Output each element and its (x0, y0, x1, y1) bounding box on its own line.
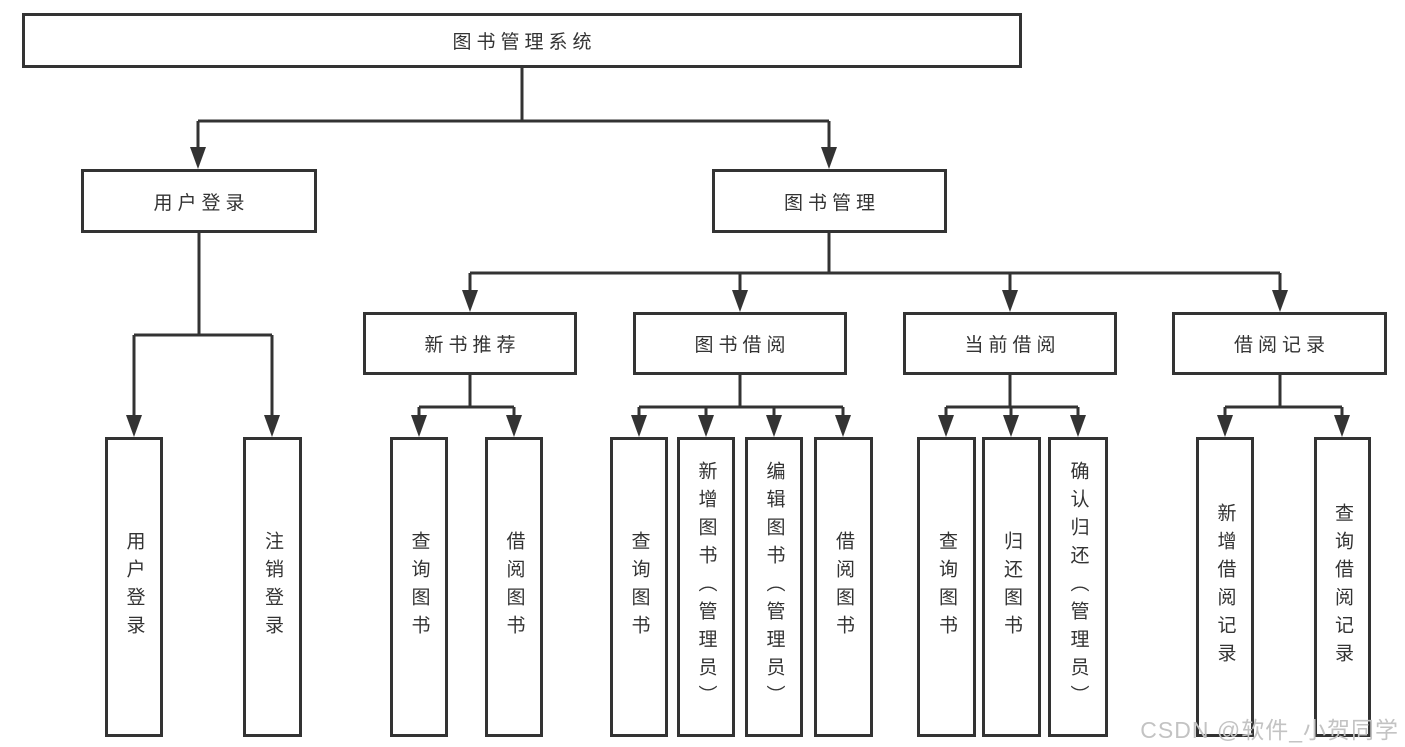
leaf-borrow-book-label: 借阅图书 (833, 531, 854, 643)
leaf-user-login: 用户登录 (105, 437, 163, 737)
node-root-label: 图书管理系统 (452, 32, 597, 53)
leaf-borrow-query: 查询图书 (610, 437, 668, 737)
leaf-confirm-return-admin-label: 确认归还（管理员） (1067, 461, 1089, 713)
watermark: CSDN @软件_小贺同学 (1140, 717, 1399, 743)
leaf-record-add-label: 新增借阅记录 (1214, 503, 1236, 671)
connector-paths (132, 68, 1344, 420)
leaf-current-query: 查询图书 (917, 437, 976, 737)
leaf-borrow-edit-admin-label: 编辑图书（管理员） (763, 461, 785, 713)
node-borrow-records: 借阅记录 (1172, 312, 1387, 375)
node-new-book-recommend-label: 新书推荐 (424, 335, 521, 356)
leaf-record-add: 新增借阅记录 (1196, 437, 1254, 737)
leaf-borrow-query-label: 查询图书 (628, 531, 650, 643)
leaf-record-query: 查询借阅记录 (1314, 437, 1371, 737)
leaf-newbook-borrow-label: 借阅图书 (503, 531, 525, 643)
leaf-borrow-book: 借阅图书 (814, 437, 873, 737)
leaf-borrow-add-admin-label: 新增图书（管理员） (695, 461, 717, 713)
node-borrow-records-label: 借阅记录 (1233, 335, 1330, 356)
node-user-login-label: 用户登录 (153, 192, 250, 214)
leaf-newbook-query-label: 查询图书 (408, 531, 430, 643)
node-root: 图书管理系统 (22, 13, 1022, 68)
leaf-borrow-edit-admin: 编辑图书（管理员） (745, 437, 803, 737)
node-book-borrow: 图书借阅 (633, 312, 847, 375)
node-new-book-recommend: 新书推荐 (363, 312, 577, 375)
arrowhead-icons (126, 147, 1350, 437)
node-book-borrow-label: 图书借阅 (694, 335, 791, 356)
leaf-borrow-add-admin: 新增图书（管理员） (677, 437, 735, 737)
leaf-current-query-label: 查询图书 (936, 531, 957, 643)
node-book-management: 图书管理 (712, 169, 947, 233)
leaf-return-book-label: 归还图书 (1001, 531, 1022, 643)
leaf-newbook-borrow: 借阅图书 (485, 437, 543, 737)
leaf-user-login-label: 用户登录 (123, 531, 145, 643)
leaf-logout: 注销登录 (243, 437, 302, 737)
node-user-login: 用户登录 (81, 169, 317, 233)
node-current-borrow-label: 当前借阅 (964, 335, 1061, 356)
node-book-management-label: 图书管理 (783, 192, 880, 214)
leaf-newbook-query: 查询图书 (390, 437, 448, 737)
node-current-borrow: 当前借阅 (903, 312, 1117, 375)
leaf-return-book: 归还图书 (982, 437, 1041, 737)
leaf-logout-label: 注销登录 (262, 531, 283, 643)
leaf-record-query-label: 查询借阅记录 (1332, 503, 1353, 671)
leaf-confirm-return-admin: 确认归还（管理员） (1048, 437, 1108, 737)
